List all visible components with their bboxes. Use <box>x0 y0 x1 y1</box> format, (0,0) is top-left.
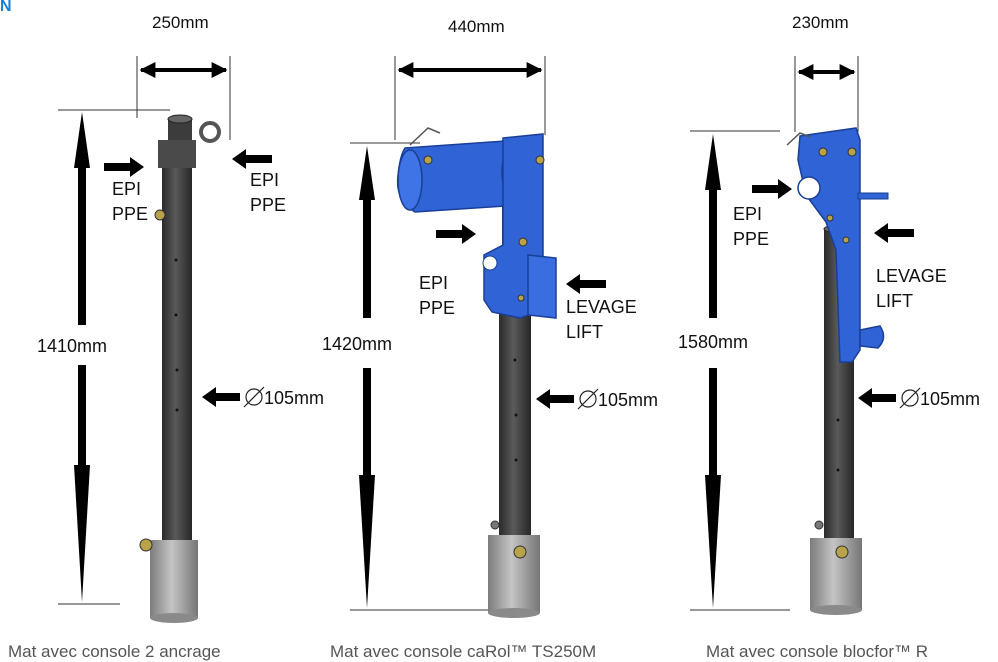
mast-3-width-label: 230mm <box>792 13 849 32</box>
mast-2-bolt-4 <box>517 294 525 302</box>
mast-2-callout-2-line2: LIFT <box>566 322 603 342</box>
mast-1-side-pin <box>154 209 166 221</box>
mast-3: 230mm 1580mm EPI PPE LEVAGE LIFT <box>678 13 980 661</box>
mast-3-console-lift-lug <box>859 325 885 349</box>
mast-3-diameter-slash <box>899 387 921 409</box>
mast-1-callout-2-line1: EPI <box>250 170 279 190</box>
mast-2-height-arrow-down <box>359 368 375 608</box>
mast-1-anchor-ring <box>199 121 221 143</box>
mast-2-hole-2 <box>514 413 518 417</box>
mast-2-lift-plate <box>527 254 557 319</box>
mast-2-hole-3 <box>514 458 518 462</box>
mast-3-diameter-arrow <box>858 388 896 408</box>
mast-3-height-arrow-up <box>705 134 721 318</box>
mast-3-bolt-3 <box>826 214 834 222</box>
mast-3-console-handle <box>857 192 889 200</box>
mast-3-callout-2-arrow <box>874 223 914 243</box>
mast-3-callout-1-line2: PPE <box>733 229 769 249</box>
mast-1-width-label: 250mm <box>152 13 209 32</box>
mast-3-bolt-2 <box>847 147 857 157</box>
mast-1-callout-2-arrow <box>232 149 272 169</box>
mast-3-callout-2-line1: LEVAGE <box>876 266 947 286</box>
mast-2-base-pin <box>513 545 527 559</box>
mast-3-diameter-symbol <box>901 389 919 407</box>
mast-1-diameter-symbol <box>245 388 263 406</box>
mast-3-hole-1 <box>836 418 840 422</box>
mast-2-pole <box>499 295 531 550</box>
mast-2-handle <box>409 127 441 146</box>
mast-1-base <box>150 540 198 618</box>
mast-2-diameter-arrow <box>536 389 574 409</box>
mast-3-callout-1-arrow <box>752 179 792 199</box>
mast-3-side-pin <box>814 520 824 530</box>
mast-2-console-roller-left <box>397 149 423 211</box>
mast-2-base <box>488 535 540 613</box>
mast-2-width-label: 440mm <box>448 17 505 36</box>
mast-2-bolt-3 <box>518 237 528 247</box>
mast-1-hole-4 <box>175 408 179 412</box>
mast-1-collar <box>158 140 196 168</box>
mast-2-callout-1-line2: PPE <box>419 298 455 318</box>
mast-3-callout-1-line1: EPI <box>733 204 762 224</box>
mast-2: 440mm 1420mm EPI PPE LEVAGE <box>322 17 658 661</box>
mast-1-base-bottom <box>150 613 198 623</box>
mast-2-callout-2-line1: LEVAGE <box>566 297 637 317</box>
mast-1-callout-1-arrow <box>104 157 144 177</box>
mast-2-caption: Mat avec console caRol™ TS250M <box>330 642 596 661</box>
mast-1-pole <box>162 140 192 550</box>
mast-1-callout-1-line2: PPE <box>112 204 148 224</box>
mast-3-console-hole <box>797 176 821 200</box>
mast-3-base <box>810 538 862 610</box>
mast-2-console-lift-hole <box>482 255 498 271</box>
mast-3-base-bottom <box>810 605 862 615</box>
mast-3-bolt-1 <box>818 147 828 157</box>
mast-2-base-bottom <box>488 608 540 618</box>
mast-3-diameter-label: 105mm <box>920 389 980 409</box>
mast-3-handle <box>786 132 811 146</box>
mast-2-callout-1-arrow <box>436 224 476 244</box>
mast-2-callout-1-line1: EPI <box>419 273 448 293</box>
mast-1-hole-1 <box>174 258 178 262</box>
mast-1-hole-3 <box>175 368 179 372</box>
mast-1-callout-1-line1: EPI <box>112 179 141 199</box>
mast-1-base-pin <box>139 538 153 552</box>
mast-1: 250mm 1410mm EPI PPE EPI PPE <box>8 13 324 661</box>
mast-1-diameter-arrow <box>202 387 240 407</box>
mast-3-hole-2 <box>836 468 840 472</box>
mast-1-diameter-slash <box>243 386 265 408</box>
mast-1-pole-top-opening <box>167 114 193 124</box>
mast-2-bolt-1 <box>423 155 433 165</box>
mast-3-base-pin <box>835 545 849 559</box>
mast-1-height-arrow-down <box>74 365 90 602</box>
mast-2-bolt-2 <box>535 155 545 165</box>
mast-1-caption: Mat avec console 2 ancrage <box>8 642 221 661</box>
mast-1-diameter-label: 105mm <box>264 388 324 408</box>
mast-2-diameter-symbol <box>579 390 597 408</box>
mast-2-hole-1 <box>513 358 517 362</box>
mast-3-callout-2-line2: LIFT <box>876 291 913 311</box>
mast-1-hole-2 <box>174 313 178 317</box>
mast-1-height-label: 1410mm <box>37 336 107 356</box>
mast-2-diameter-slash <box>577 388 599 410</box>
mast-2-height-arrow-up <box>359 146 375 318</box>
mast-2-diameter-label: 105mm <box>598 390 658 410</box>
corner-mark: N <box>0 0 12 15</box>
mast-3-height-label: 1580mm <box>678 332 748 352</box>
mast-2-side-pin <box>490 520 500 530</box>
mast-1-callout-2-line2: PPE <box>250 195 286 215</box>
mast-3-height-arrow-down <box>705 368 721 608</box>
mast-1-height-arrow-up <box>74 112 90 325</box>
mast-2-callout-2-arrow <box>566 274 606 294</box>
mast-2-height-label: 1420mm <box>322 334 392 354</box>
mast-3-bolt-4 <box>842 236 850 244</box>
mast-3-caption: Mat avec console blocfor™ R <box>706 642 928 661</box>
